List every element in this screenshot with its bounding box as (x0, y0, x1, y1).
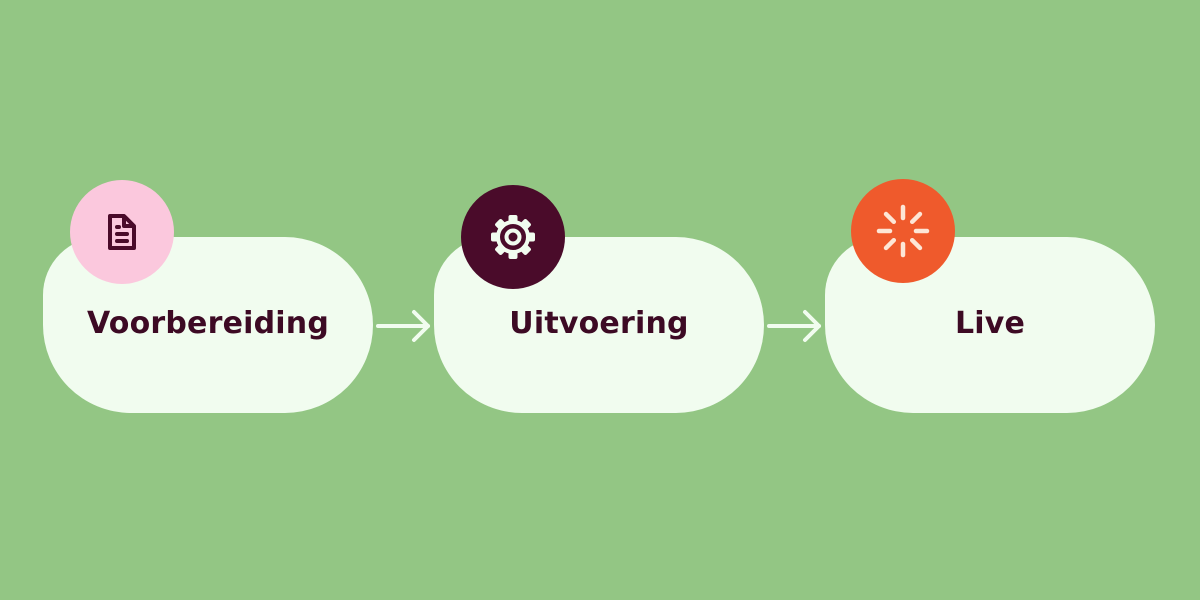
step-label: Live (954, 306, 1026, 341)
step-label: Voorbereiding (86, 306, 330, 341)
step-badge-2 (461, 185, 565, 289)
spinner-ray (883, 237, 897, 251)
spinner-ray (883, 211, 897, 225)
arrow-right-icon (767, 310, 821, 342)
arrow-right-icon (376, 310, 430, 342)
step-badge-3 (851, 179, 955, 283)
step-badge-1 (70, 180, 174, 284)
document-icon (108, 214, 136, 250)
loading-spinner-icon (876, 204, 930, 258)
step-label: Uitvoering (509, 306, 689, 341)
step-card-voorbereiding: Voorbereiding (43, 237, 373, 413)
spinner-ray (909, 211, 923, 225)
gear-icon (491, 215, 535, 259)
spinner-ray (909, 237, 923, 251)
